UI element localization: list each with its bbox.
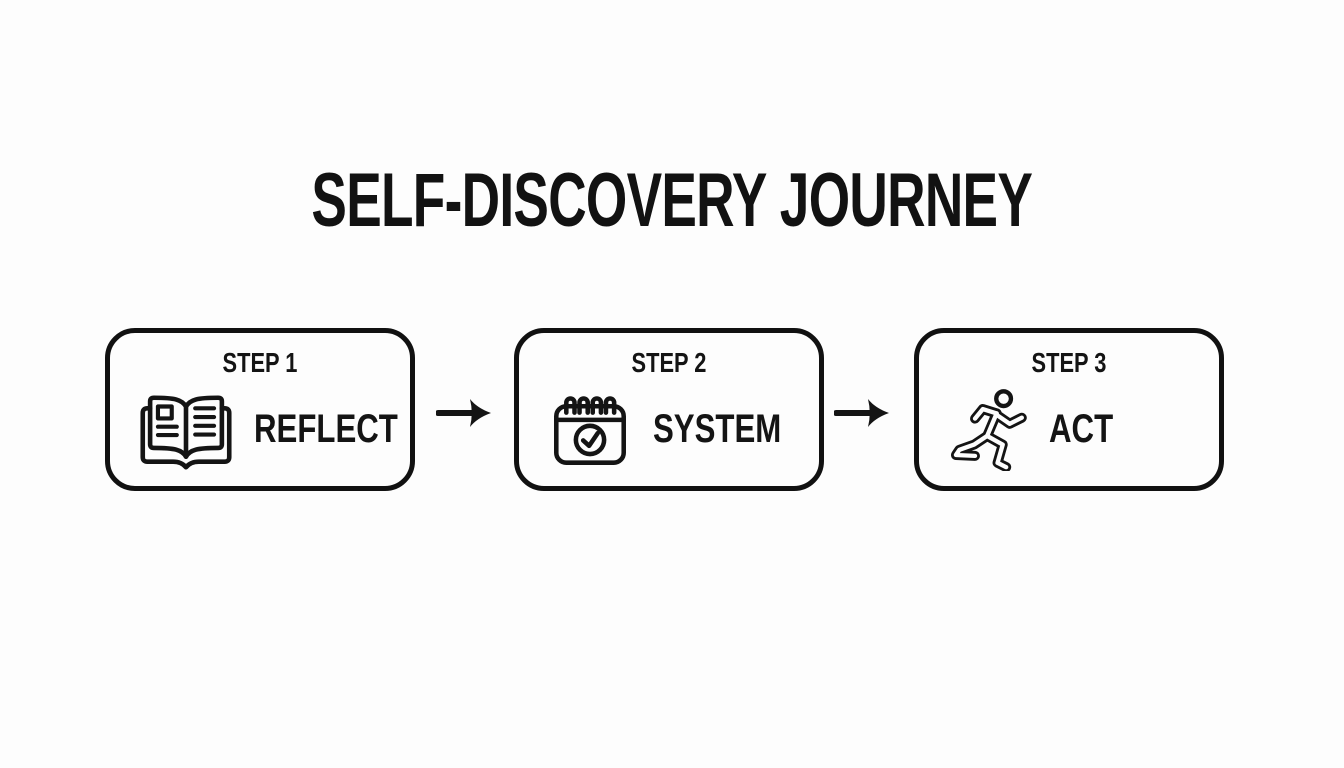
step-label: STEP 3 — [1031, 347, 1107, 378]
step-box-act: STEP 3 — [914, 328, 1224, 491]
step-name: SYSTEM — [653, 406, 782, 451]
step-content-row: REFLECT — [110, 386, 410, 472]
step-content-row: SYSTEM — [519, 386, 819, 472]
step-name: REFLECT — [254, 406, 398, 451]
page-title-text: SELF-DISCOVERY JOURNEY — [311, 158, 1033, 243]
open-book-icon — [140, 389, 232, 470]
step-label: STEP 1 — [222, 347, 298, 378]
step-name: ACT — [1049, 406, 1114, 451]
step-box-reflect: STEP 1 REFLECT — [105, 328, 415, 491]
step-label: STEP 2 — [631, 347, 707, 378]
arrow-right-icon — [435, 387, 492, 439]
step-content-row: ACT — [919, 386, 1219, 472]
arrow-right-icon — [833, 387, 890, 439]
calendar-check-icon — [549, 388, 631, 470]
step-box-system: STEP 2 SYSTEM — [514, 328, 824, 491]
running-person-icon — [949, 387, 1027, 471]
page-title: SELF-DISCOVERY JOURNEY — [0, 163, 1344, 239]
